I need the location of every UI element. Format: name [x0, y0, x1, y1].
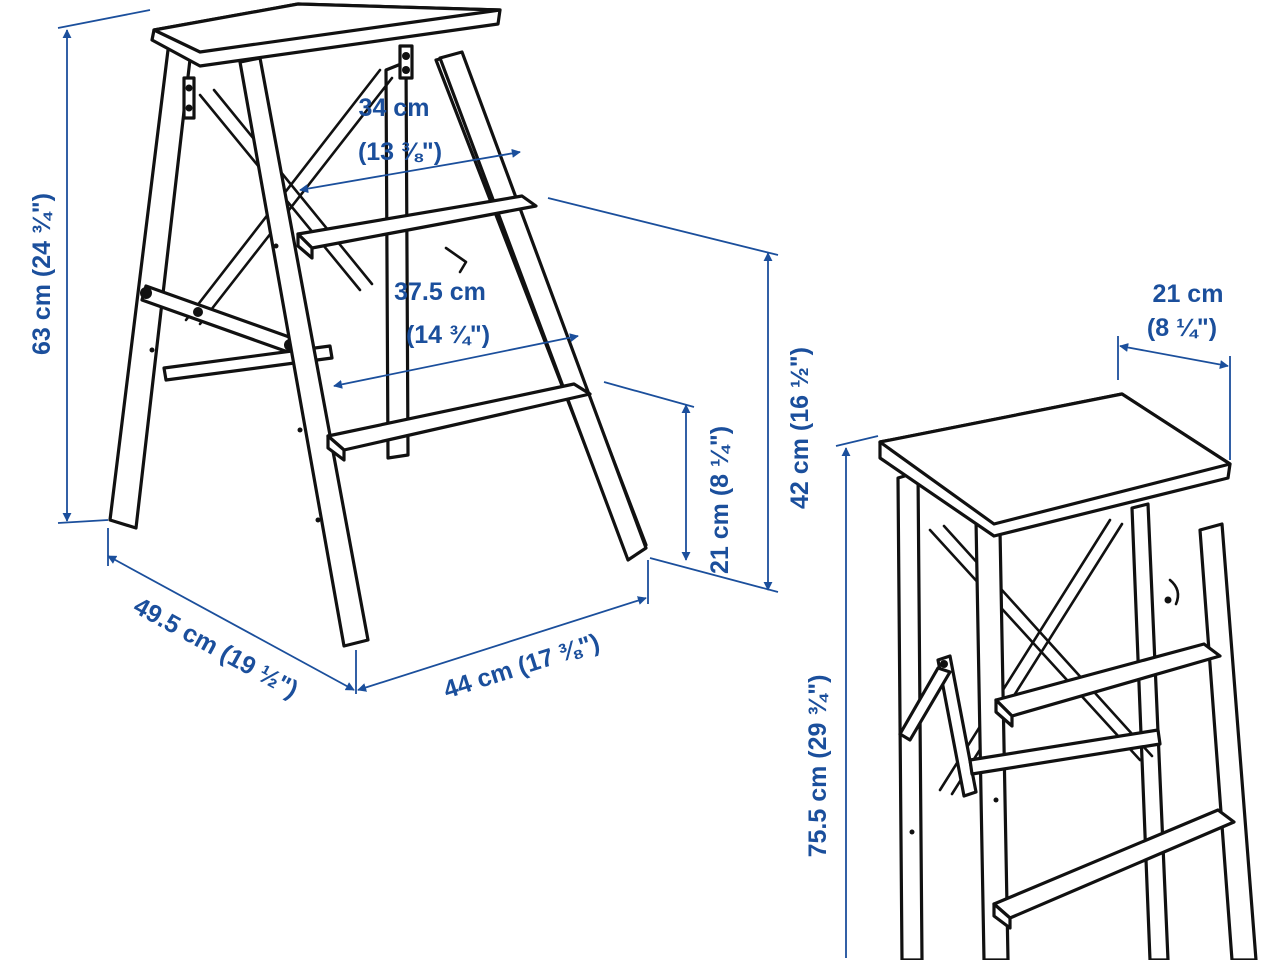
dimension-lines [57, 9, 1231, 958]
upper-step [296, 194, 538, 260]
spreader-rod [140, 284, 296, 354]
label-total-height: 63 cm (24 ¾") [28, 193, 56, 355]
stool-top [150, 2, 502, 68]
dim-depth-open [107, 528, 357, 694]
folded-lower-step [992, 808, 1236, 930]
folded-front-legs [896, 470, 1010, 960]
front-rail-left [238, 56, 370, 648]
folded-leg-holes [909, 797, 999, 835]
dim-lower-step-height [603, 381, 695, 561]
lower-crossbar [162, 344, 334, 382]
label-upper-step-width-cm: 34 cm [359, 94, 430, 122]
label-upper-step-width-in: (13 ⅜") [358, 138, 442, 166]
label-folded-depth-cm: 21 cm [1153, 280, 1224, 308]
dim-width-open [357, 560, 649, 692]
folded-brace-rod [898, 654, 978, 798]
label-upper-step-height: 42 cm (16 ½") [786, 347, 814, 509]
dim-lower-step-width [333, 333, 579, 389]
dim-upper-step-height [547, 197, 779, 593]
leg-holes [149, 243, 321, 523]
folded-upper-step [994, 642, 1222, 728]
label-folded-height: 75.5 cm (29 ¾") [804, 675, 832, 858]
label-lower-step-height: 21 cm (8 ¼") [706, 426, 734, 574]
lower-step [326, 382, 592, 462]
label-lower-step-width-cm: 37.5 cm [394, 278, 486, 306]
dim-folded-depth [1117, 336, 1231, 460]
folded-crossbar [968, 728, 1162, 776]
dim-upper-step-width [299, 148, 521, 194]
folded-stool-top [878, 392, 1232, 538]
label-lower-step-width-in: (14 ¾") [406, 321, 490, 349]
left-leg [108, 40, 194, 530]
dim-folded-height [835, 435, 879, 958]
label-width-open: 44 cm (17 ⅜") [440, 628, 603, 704]
label-folded-depth-in: (8 ¼") [1147, 314, 1217, 342]
folded-hinge [1164, 578, 1180, 606]
front-rail-right [438, 50, 648, 562]
folded-step-stool [878, 392, 1258, 960]
hinge-hardware [182, 44, 468, 274]
dim-total-height [57, 9, 151, 524]
